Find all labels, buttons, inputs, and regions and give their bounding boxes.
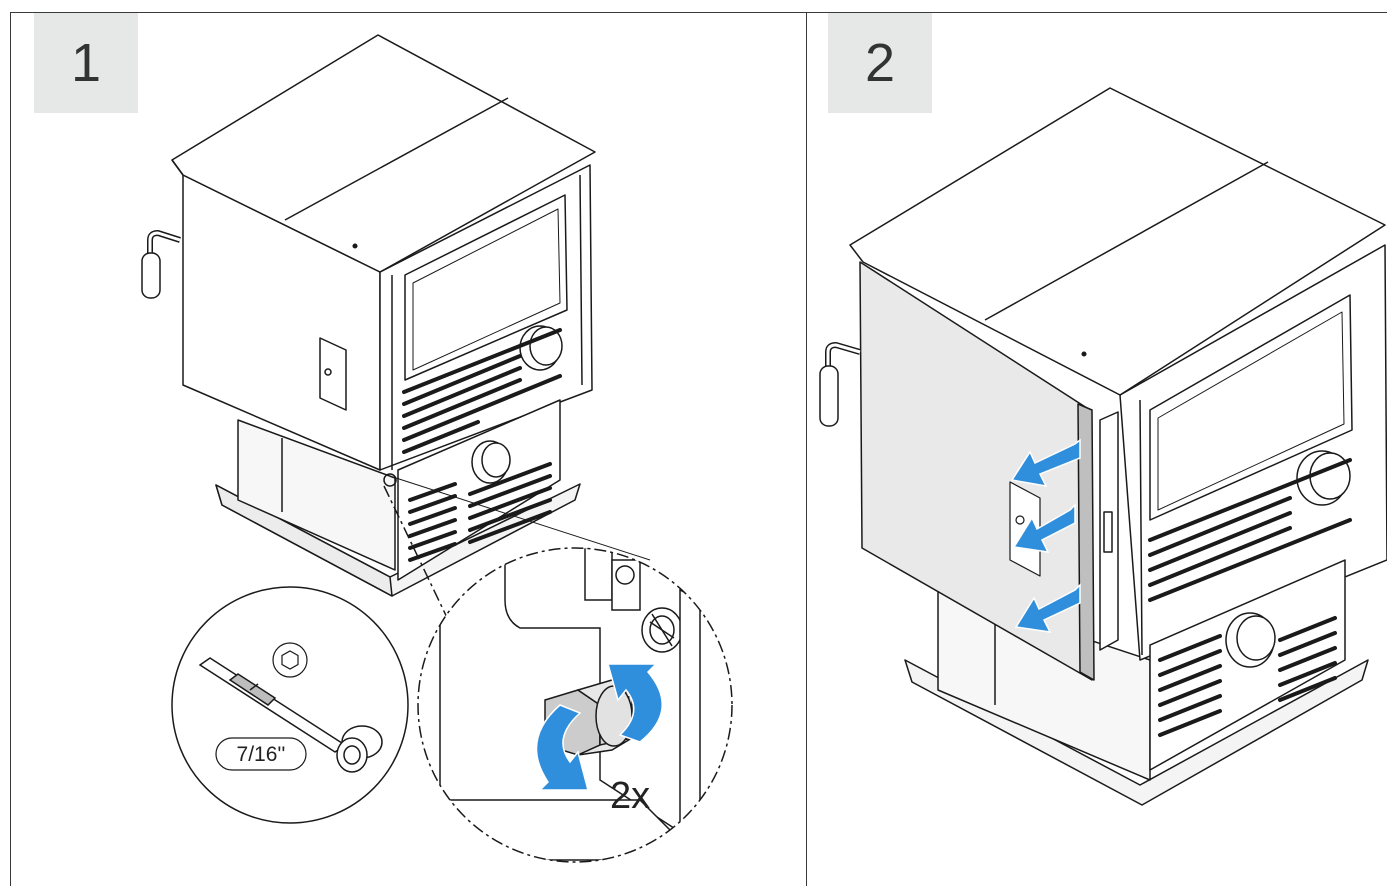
screw-location <box>383 473 397 487</box>
pull-arrow-icon <box>1012 503 1076 553</box>
pull-arrow-icon <box>1010 438 1081 487</box>
louvres-step-2 <box>1148 458 1352 737</box>
tool-callout: 7/16'' <box>171 586 409 824</box>
tool-size-label-box <box>215 737 307 771</box>
step-2-badge: 2 <box>828 13 932 113</box>
pull-arrows <box>1010 438 1081 633</box>
panel-divider <box>806 12 807 886</box>
stove-step-2 <box>819 87 1387 806</box>
repeat-count-label: 2x <box>610 775 650 817</box>
step-1-badge: 1 <box>34 13 138 113</box>
zoom-detail: 2x <box>417 547 733 863</box>
rotate-arrow-icon <box>607 663 663 743</box>
rotate-arrow-icon <box>535 704 589 791</box>
pull-arrow-icon <box>1014 583 1081 633</box>
tool-size-label: 7/16'' <box>237 743 286 766</box>
stove-step-1 <box>141 34 596 597</box>
sheet-frame <box>10 12 1387 886</box>
side-panel <box>859 261 1093 681</box>
